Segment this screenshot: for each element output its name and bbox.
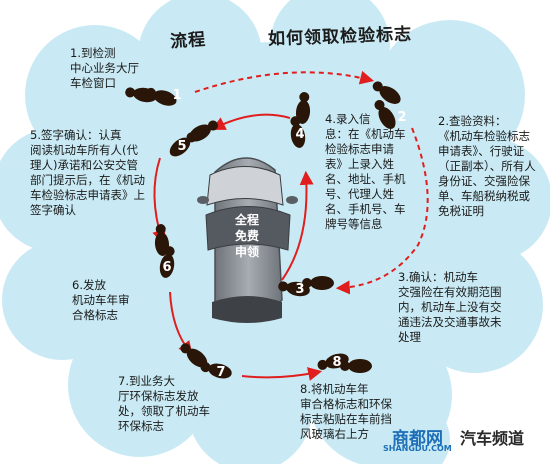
watermark-channel: 汽车频道 — [460, 429, 525, 448]
footprints-layer — [125, 81, 401, 379]
arrow-2-to-3 — [335, 127, 429, 295]
step-4-text: 4.录入信 息：在《机动车 检验标志申请 表》上录入姓 名、地址、手机 号、代理… — [325, 112, 406, 231]
step-number-4: 4 — [295, 127, 305, 142]
footprint-step-3b — [302, 276, 334, 290]
watermark-brand: 商都网 — [392, 429, 443, 449]
footprint-step-8b — [340, 359, 372, 373]
step-number-2: 2 — [397, 110, 407, 125]
arrow-3-to-4 — [281, 170, 314, 281]
car-label: 全程 免费 申领 — [234, 213, 259, 259]
step-3-text: 3.确认：机动车 交强险在有效期范围 内，机动车上没有交 通违法及交通事故未 处… — [398, 270, 502, 344]
step-number-1: 1 — [172, 88, 182, 103]
step-1-text: 1.到检测 中心业务大厅 车检窗口 — [70, 46, 139, 90]
step-number-8: 8 — [332, 355, 342, 370]
step-5-text: 5.签字确认：认真 阅读机动车所有人(代 理人)承诺和公安交管 部门提示后，在《… — [30, 128, 145, 217]
footprint-step-3 — [278, 281, 310, 297]
footprint-step-2b — [372, 81, 401, 104]
title-prefix: 流程 — [169, 29, 207, 53]
step-6-text: 6.发放 机动车年审 合格标志 — [72, 278, 130, 322]
footprint-step-7b — [180, 343, 208, 368]
arrow-4-to-5 — [211, 113, 291, 130]
step-2-text: 2.查验资料： 《机动车检验标志 申请表》、行驶证 （正副本）、所有人 身份证、… — [438, 114, 536, 218]
arrow-1-to-2 — [194, 70, 375, 93]
page-title: 如何领取检验标志 — [267, 24, 413, 50]
step-number-6: 6 — [162, 260, 172, 275]
step-8-text: 8.将机动车年 审合格标志和环保 标志粘贴在车前挡 风玻璃右上方 — [300, 382, 392, 441]
step-number-3: 3 — [295, 282, 305, 297]
footprint-step-6b — [154, 224, 170, 256]
footprint-step-2 — [374, 100, 396, 129]
watermark-domain: SHANGDU.COM — [383, 444, 452, 453]
footprint-step-5b — [189, 120, 218, 142]
footprint-step-1b — [125, 87, 157, 103]
arrow-7-to-8 — [241, 367, 323, 381]
step-7-text: 7.到业务大 厅环保标志发放 处，领取了机动车 环保标志 — [118, 374, 210, 433]
car-illustration — [197, 157, 298, 323]
step-number-7: 7 — [216, 365, 226, 380]
footprint-step-4b — [295, 92, 311, 124]
step-number-5: 5 — [177, 139, 187, 154]
